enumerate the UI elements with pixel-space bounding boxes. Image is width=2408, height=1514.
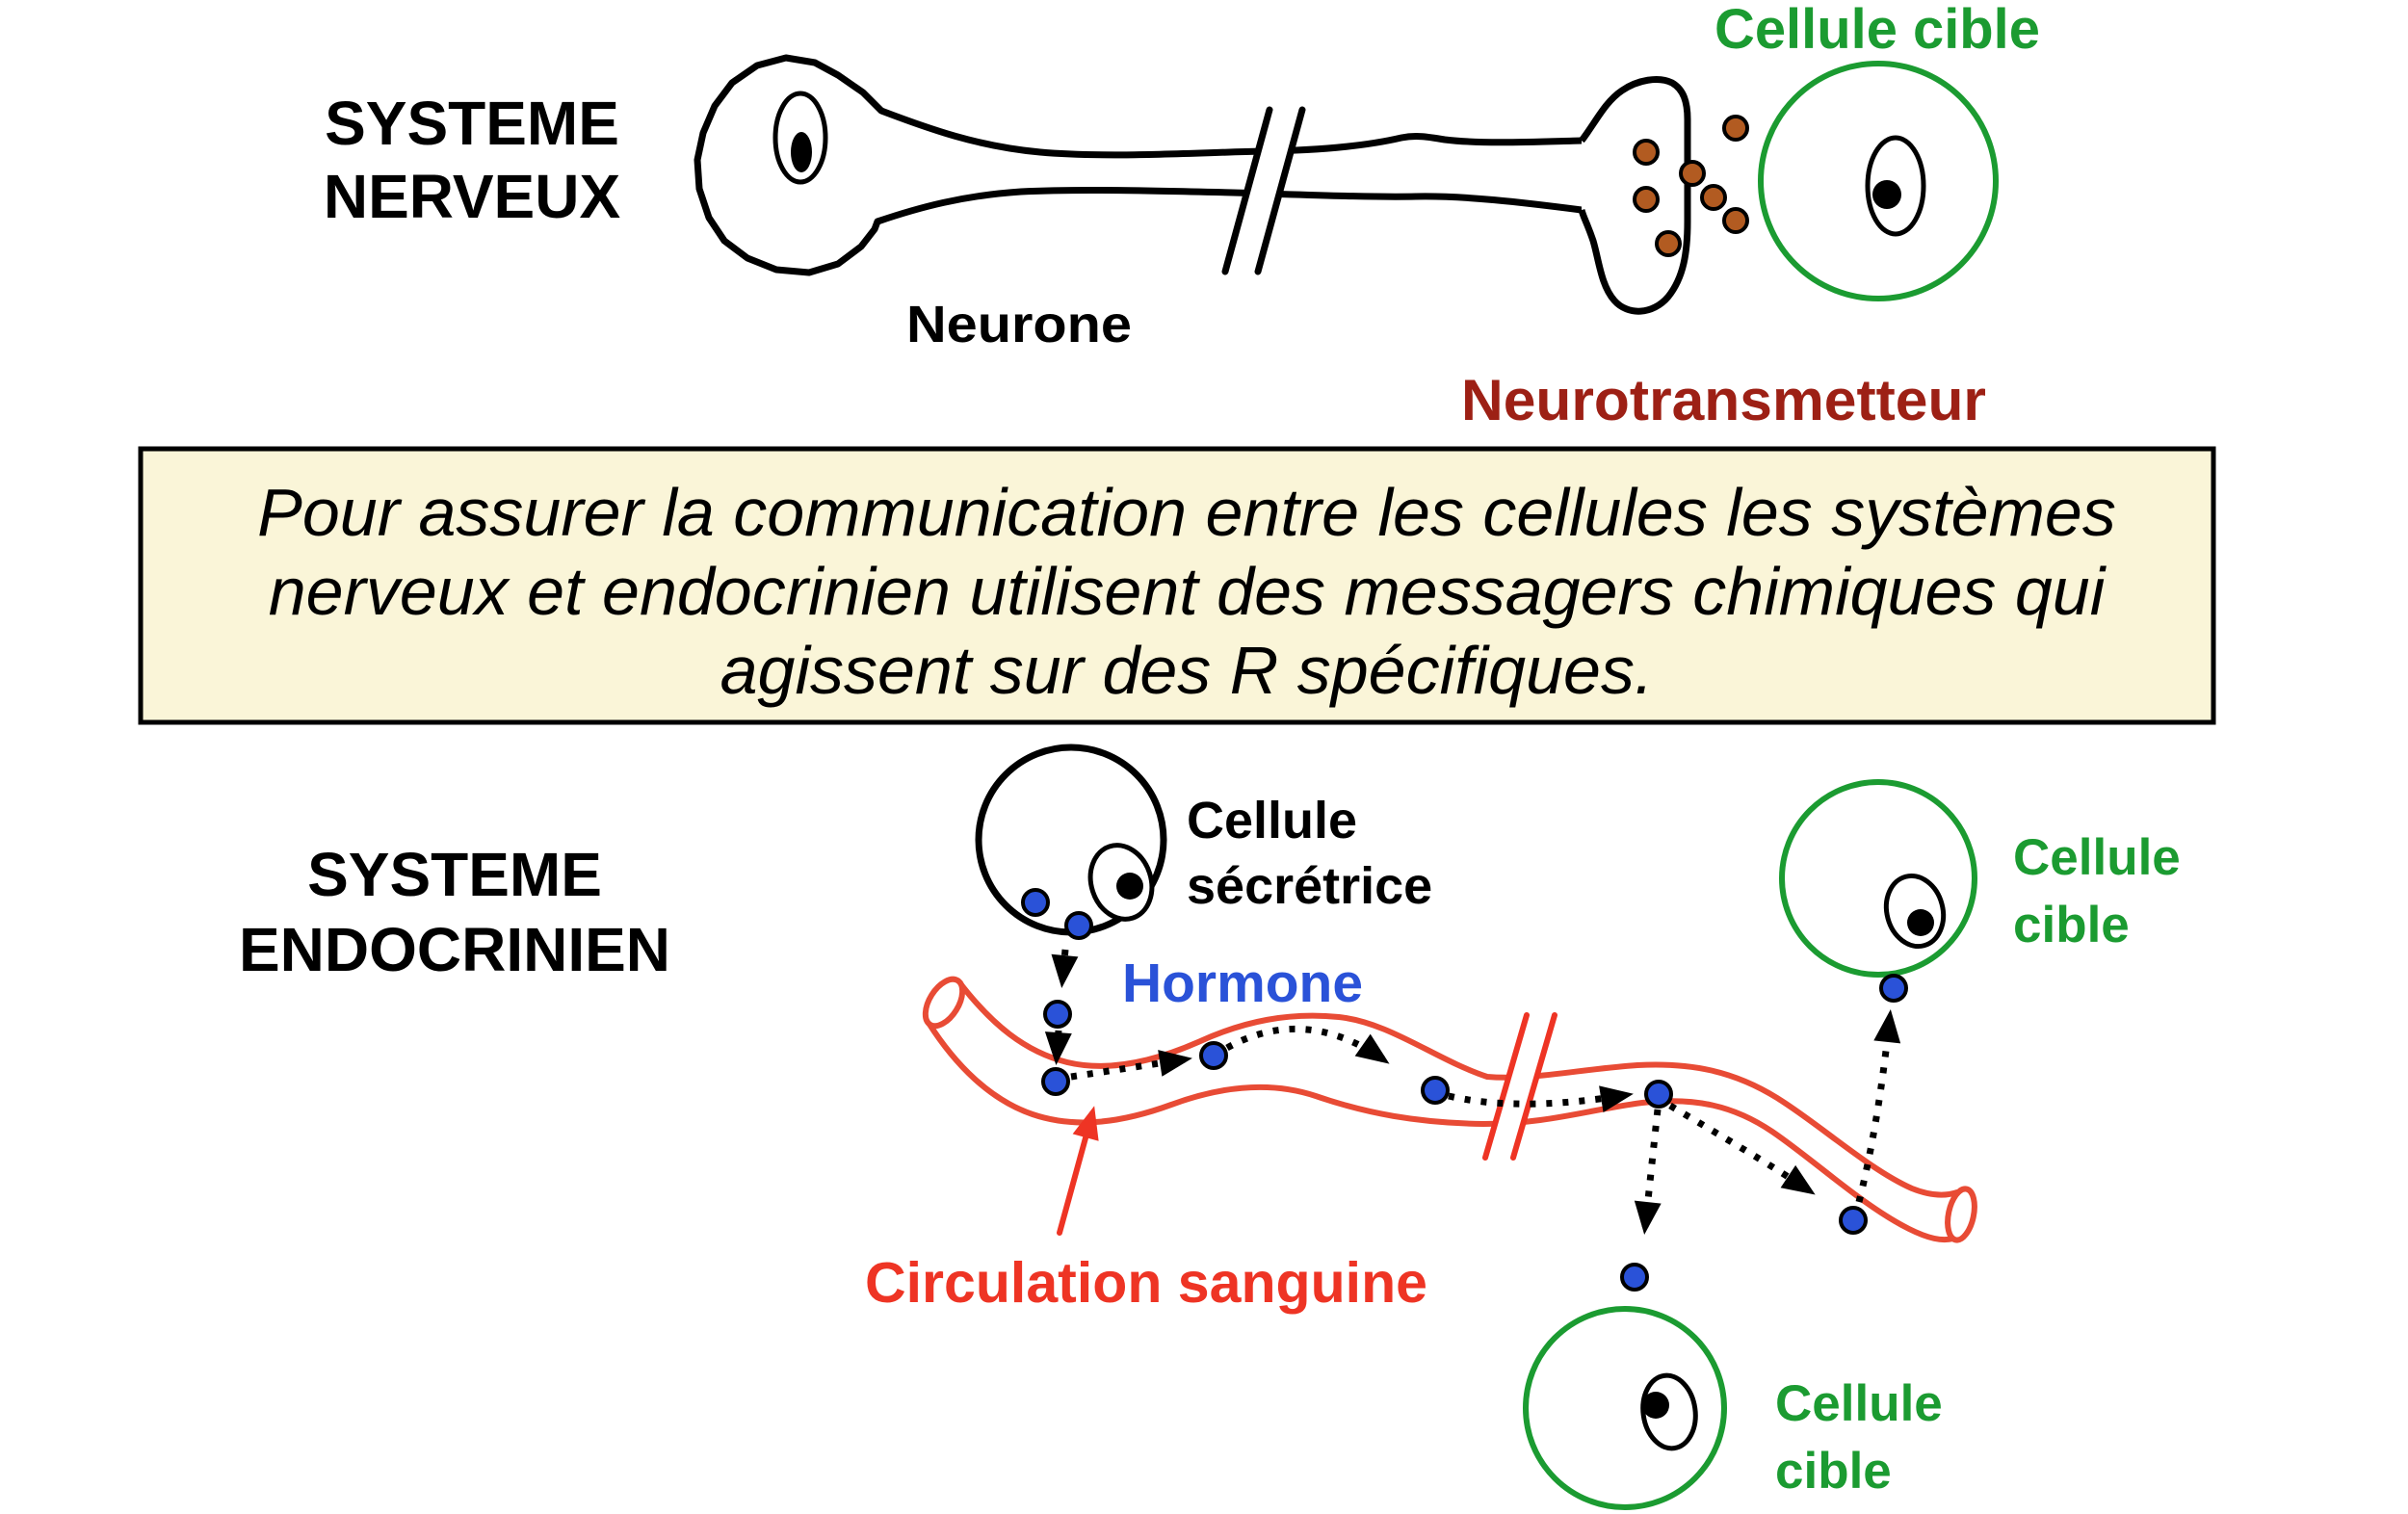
hormone-dot xyxy=(1879,974,1908,1003)
secretory-cell-nucleolus xyxy=(1116,873,1143,900)
neuron-nucleolus xyxy=(791,132,812,172)
target-cell-right-label-line2: cible xyxy=(2013,897,2130,953)
hormone-path-arrows xyxy=(1044,949,1901,1235)
hormone-dot xyxy=(1064,911,1093,940)
infobox-line1: Pour assurer la communication entre les … xyxy=(257,475,2116,550)
target-cell-bottom-label-line2: cible xyxy=(1775,1443,1892,1500)
axon-top-line xyxy=(877,107,1585,159)
neuron-label: Neurone xyxy=(906,296,1132,353)
vessel-left-opening xyxy=(922,976,966,1030)
infobox-background xyxy=(138,446,2216,725)
endocrine-title-line1: SYSTEME xyxy=(307,840,602,909)
vessel-break-line-1 xyxy=(1482,1012,1530,1161)
axon-break-line-1 xyxy=(1221,106,1273,275)
hormone-dot xyxy=(1620,1263,1649,1292)
hormone-dot xyxy=(1644,1080,1673,1109)
hormone-arrow-into-vessel xyxy=(1044,1030,1072,1065)
target-cell-right-label-line1: Cellule xyxy=(2013,829,2181,886)
neurotransmitter-dot xyxy=(1633,139,1660,166)
secretory-cell-label-line1: Cellule xyxy=(1187,792,1357,849)
hormone-arrow-vessel-1 xyxy=(1070,1050,1192,1081)
hormone-dots xyxy=(1021,888,1908,1292)
endocrine-system-diagram: SYSTEME ENDOCRINIEN Cellule sécrétrice H… xyxy=(239,744,2181,1510)
target-cell-top-label: Cellule cible xyxy=(1714,0,2040,61)
hormone-arrow-vessel-3 xyxy=(1448,1085,1634,1112)
neurotransmitter-dot xyxy=(1722,207,1749,234)
endocrine-title-line2: ENDOCRINIEN xyxy=(239,915,670,984)
target-cell-bottom-label-line1: Cellule xyxy=(1775,1375,1943,1432)
vessel-bottom-edge xyxy=(926,1020,1956,1243)
neurotransmitter-dot xyxy=(1700,184,1727,211)
axon-bottom-line xyxy=(874,186,1585,225)
vessel-break-gap xyxy=(1485,1015,1555,1158)
axon-break-line-2 xyxy=(1254,106,1306,275)
vessel-right-end xyxy=(1945,1186,1977,1243)
hormone-dot xyxy=(1839,1206,1868,1235)
circulation-label: Circulation sanguine xyxy=(865,1251,1427,1315)
nervous-system-diagram: SYSTEME NERVEUX Neurone Cellule cible Ne… xyxy=(324,0,2040,432)
hormone-dot xyxy=(1421,1076,1450,1105)
neurotransmitter-dot xyxy=(1722,115,1749,142)
hormone-arrow-exit-up xyxy=(1855,1009,1901,1203)
infobox: Pour assurer la communication entre les … xyxy=(138,446,2216,725)
hormone-arrow-vessel-4 xyxy=(1668,1102,1816,1195)
blood-vessel xyxy=(922,976,1977,1243)
neurotransmitter-dot xyxy=(1633,186,1660,213)
nervous-title-line2: NERVEUX xyxy=(324,162,621,231)
vessel-top-edge xyxy=(956,979,1960,1198)
vessel-break-line-2 xyxy=(1510,1012,1557,1161)
neurotransmitter-dot xyxy=(1679,160,1706,187)
neurotransmitter-dot xyxy=(1655,230,1682,257)
hormone-dot xyxy=(1041,1067,1070,1096)
hormone-arrow-exit-down xyxy=(1634,1109,1662,1235)
hormone-arrow-vessel-2 xyxy=(1225,1026,1390,1064)
target-cell-right-nucleolus xyxy=(1907,909,1934,936)
secretory-cell-label-line2: sécrétrice xyxy=(1187,857,1432,915)
circulation-pointer-arrow xyxy=(1057,1106,1099,1236)
neurotransmitter-dots xyxy=(1633,115,1749,257)
hormone-arrow-secretion xyxy=(1051,949,1079,988)
hormone-label: Hormone xyxy=(1122,953,1363,1014)
target-cell-bottom xyxy=(1523,1306,1727,1510)
infobox-line3: agissent sur des R spécifiques. xyxy=(720,633,1654,708)
target-cell-right xyxy=(1779,779,1977,978)
nervous-title-line1: SYSTEME xyxy=(325,89,619,158)
infobox-line2: nerveux et endocrinien utilisent des mes… xyxy=(269,554,2107,629)
neurotransmitter-label: Neurotransmetteur xyxy=(1461,368,1986,432)
target-cell-bottom-nucleolus xyxy=(1642,1392,1669,1419)
target-cell-top-nucleolus xyxy=(1872,180,1901,209)
hormone-dot xyxy=(1199,1041,1228,1070)
hormone-dot xyxy=(1021,888,1050,917)
hormone-dot xyxy=(1043,1000,1072,1029)
axon-break-gap xyxy=(1225,110,1302,272)
